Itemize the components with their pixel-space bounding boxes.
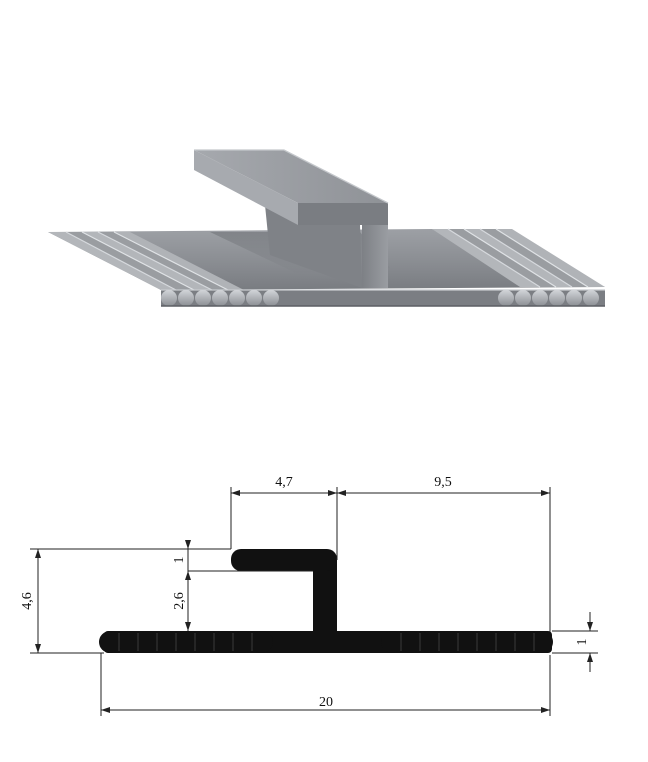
flange-left-side — [194, 150, 298, 225]
base-front-edge — [161, 289, 605, 307]
base-bumps — [99, 631, 553, 653]
profile-cross-section: 4,7 9,5 4,6 1 2,6 1 20 — [20, 475, 598, 716]
left-ribs — [48, 231, 244, 291]
web-front — [362, 225, 388, 288]
web-side — [265, 205, 362, 288]
dim-total-height: 4,6 — [20, 592, 35, 610]
dimension-lines — [30, 487, 598, 716]
dim-base-thickness: 1 — [575, 639, 590, 646]
dim-right-offset: 9,5 — [434, 475, 452, 490]
flange-profile — [231, 549, 337, 571]
dimension-arrows — [35, 490, 593, 713]
dim-gap-height: 2,6 — [172, 592, 187, 610]
flange-top — [194, 150, 388, 203]
dim-top-width: 4,7 — [275, 475, 293, 490]
web-profile — [313, 560, 337, 640]
flange-front — [298, 203, 388, 225]
profile-3d-render — [48, 149, 605, 307]
bump-separators — [118, 633, 535, 651]
dim-top-thickness: 1 — [172, 557, 187, 564]
dim-total-width: 20 — [319, 695, 333, 710]
right-ribs — [432, 228, 605, 288]
